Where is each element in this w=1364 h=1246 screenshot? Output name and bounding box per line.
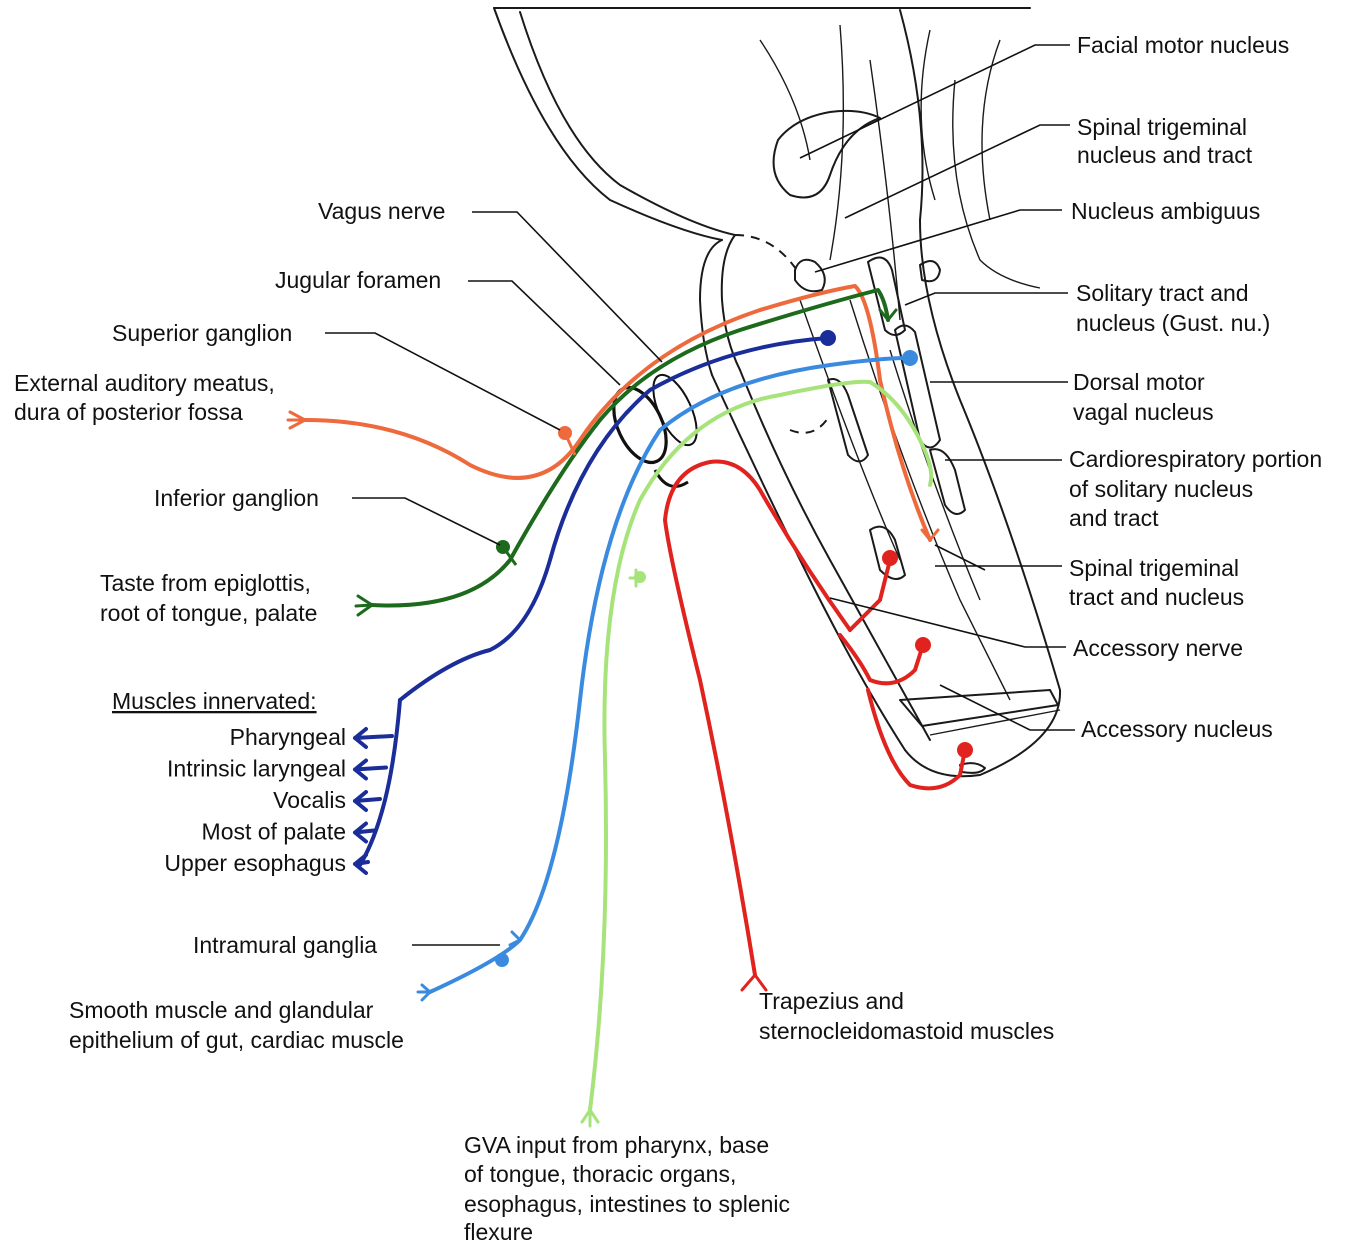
label-vagus-nerve: Vagus nerve <box>318 198 445 224</box>
label-muscles-heading: Muscles innervated: <box>112 688 317 714</box>
motor-fibre-dark-blue <box>400 338 828 700</box>
label-dorsal-motor-2: vagal nucleus <box>1073 399 1214 425</box>
label-dorsal-motor-1: Dorsal motor <box>1073 369 1205 395</box>
cell-body-dots <box>495 330 973 967</box>
label-spinal-trigeminal-bottom-2: tract and nucleus <box>1069 584 1244 610</box>
muscle-branch <box>355 729 392 747</box>
label-trapezius-1: Trapezius and <box>759 988 904 1014</box>
label-gva-3: esophagus, intestines to splenic <box>464 1191 790 1217</box>
label-smooth-2: epithelium of gut, cardiac muscle <box>69 1027 404 1053</box>
muscle-label: Upper esophagus <box>164 850 346 876</box>
visceral-motor-fibre-blue <box>430 358 908 992</box>
label-accessory-nucleus: Accessory nucleus <box>1081 716 1273 742</box>
label-taste-1: Taste from epiglottis, <box>100 570 311 596</box>
label-inferior-ganglion: Inferior ganglion <box>154 485 319 511</box>
muscle-label: Vocalis <box>273 787 346 813</box>
muscle-label: Most of palate <box>202 819 346 845</box>
label-spinal-trigeminal-bottom-1: Spinal trigeminal <box>1069 555 1239 581</box>
accessory-root-3 <box>868 690 965 788</box>
label-smooth-1: Smooth muscle and glandular <box>69 997 374 1023</box>
left-labels: Vagus nerve Jugular foramen Superior gan… <box>14 198 445 1053</box>
label-gva-2: of tongue, thoracic organs, <box>464 1161 736 1187</box>
label-solitary-2: nucleus (Gust. nu.) <box>1076 310 1270 336</box>
label-superior-ganglion: Superior ganglion <box>112 320 292 346</box>
label-nucleus-ambiguus: Nucleus ambiguus <box>1071 198 1260 224</box>
muscle-branches <box>355 700 400 873</box>
leader-lines <box>325 45 1075 945</box>
brainstem-outline <box>494 8 1060 776</box>
muscle-label: Pharyngeal <box>230 724 346 750</box>
label-trapezius-2: sternocleidomastoid muscles <box>759 1018 1054 1044</box>
label-ext-auditory-1: External auditory meatus, <box>14 370 275 396</box>
accessory-fibre-red <box>665 462 850 975</box>
label-intramural-ganglia: Intramural ganglia <box>193 932 377 958</box>
accessory-root-1 <box>850 560 890 630</box>
right-labels: Facial motor nucleus Spinal trigeminal n… <box>1069 32 1322 742</box>
label-facial-motor-nucleus: Facial motor nucleus <box>1077 32 1289 58</box>
label-spinal-trigeminal-top-2: nucleus and tract <box>1077 142 1253 168</box>
label-cardio-2: of solitary nucleus <box>1069 476 1253 502</box>
muscle-branch <box>355 792 380 810</box>
label-gva-4: flexure <box>464 1219 533 1245</box>
label-solitary-1: Solitary tract and <box>1076 280 1249 306</box>
label-cardio-3: and tract <box>1069 505 1159 531</box>
label-taste-2: root of tongue, palate <box>100 600 317 626</box>
muscle-label: Intrinsic laryngeal <box>167 756 346 782</box>
label-jugular-foramen: Jugular foramen <box>275 267 441 293</box>
label-cardio-1: Cardiorespiratory portion <box>1069 446 1322 472</box>
label-ext-auditory-2: dura of posterior fossa <box>14 399 243 425</box>
label-spinal-trigeminal-top-1: Spinal trigeminal <box>1077 114 1247 140</box>
bottom-labels: Trapezius and sternocleidomastoid muscle… <box>464 988 1054 1245</box>
nerve-fibres <box>305 286 965 1110</box>
label-accessory-nerve: Accessory nerve <box>1073 635 1243 661</box>
muscle-branch <box>355 761 386 779</box>
label-gva-1: GVA input from pharynx, base <box>464 1132 769 1158</box>
